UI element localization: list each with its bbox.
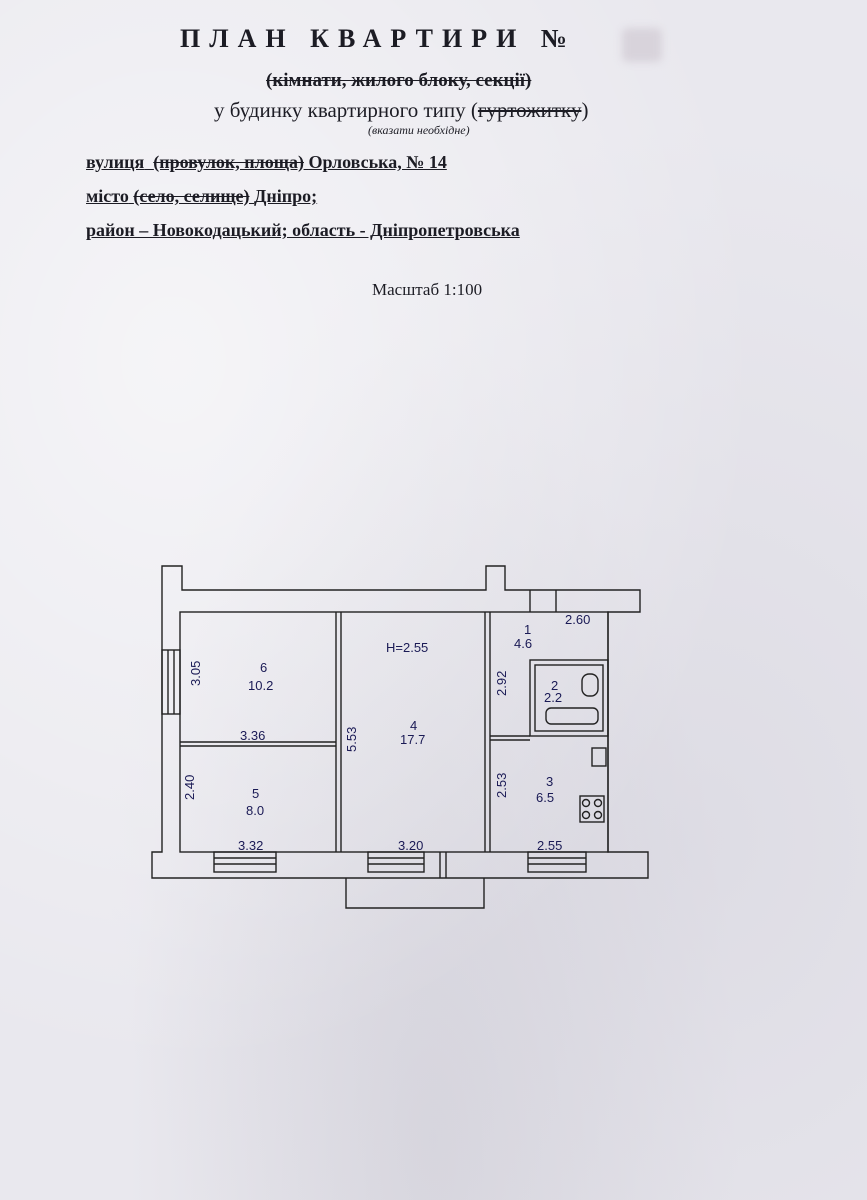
room-2-number: 2 — [551, 678, 558, 693]
scale-label: Масштаб 1:100 — [372, 280, 483, 299]
dim-3-20: 3.20 — [398, 838, 423, 853]
room-2-area: 2.2 — [544, 690, 562, 705]
dim-5-53: 5.53 — [344, 727, 359, 752]
dim-3-36: 3.36 — [240, 728, 265, 743]
dim-2-55: 2.55 — [537, 838, 562, 853]
street-struck: (провулок, площа) — [153, 152, 304, 172]
room-3-number: 3 — [546, 774, 553, 789]
city-line: місто (село, селище) Дніпро; — [86, 186, 317, 207]
window-bottom-3 — [527, 851, 587, 873]
street-value: Орловська, № 14 — [308, 152, 447, 172]
room-1-number: 1 — [524, 622, 531, 637]
note-text: (вказати необхідне) — [368, 123, 470, 137]
window-bottom-1 — [213, 851, 277, 873]
city-struck: (село, селище) — [133, 186, 250, 206]
redacted-number — [622, 28, 662, 62]
dim-2-60: 2.60 — [565, 612, 590, 627]
room-6-area: 10.2 — [248, 678, 273, 693]
building-type-line: у будинку квартирного типу (гуртожитку) — [214, 98, 588, 123]
room-4-number: 4 — [410, 718, 417, 733]
dim-2-92: 2.92 — [494, 671, 509, 696]
district-line: район – Новокодацький; область - Дніпроп… — [86, 220, 520, 240]
toilet — [581, 673, 599, 697]
balcony — [345, 878, 485, 909]
dim-3-05: 3.05 — [188, 661, 203, 686]
room-3-area: 6.5 — [536, 790, 554, 805]
city-value: Дніпро; — [254, 186, 318, 206]
street-label: вулиця — [86, 152, 145, 172]
room-5-number: 5 — [252, 786, 259, 801]
page-title: ПЛАН КВАРТИРИ № — [180, 24, 576, 53]
outer-wall — [151, 565, 649, 879]
struck-subtitle: (кімнати, жилого блоку, секції) — [266, 70, 532, 91]
dim-2-40: 2.40 — [182, 775, 197, 800]
city-label: місто — [86, 186, 129, 206]
building-type-text: у будинку квартирного типу ( — [214, 98, 478, 122]
room-6-number: 6 — [260, 660, 267, 675]
bathtub — [545, 707, 599, 725]
height-label: H=2.55 — [386, 640, 428, 655]
room-5-area: 8.0 — [246, 803, 264, 818]
building-type-struck: гуртожитку — [477, 98, 582, 122]
room-4-area: 17.7 — [400, 732, 425, 747]
dim-3-32: 3.32 — [238, 838, 263, 853]
sink — [591, 747, 607, 767]
building-type-close: ) — [581, 98, 589, 122]
street-line: вулиця (провулок, площа) Орловська, № 14 — [86, 152, 447, 173]
window-left — [161, 649, 181, 715]
stove — [579, 795, 605, 823]
window-bottom-2 — [367, 851, 425, 873]
dim-2-53: 2.53 — [494, 773, 509, 798]
room-1-area: 4.6 — [514, 636, 532, 651]
bathroom — [529, 659, 609, 737]
